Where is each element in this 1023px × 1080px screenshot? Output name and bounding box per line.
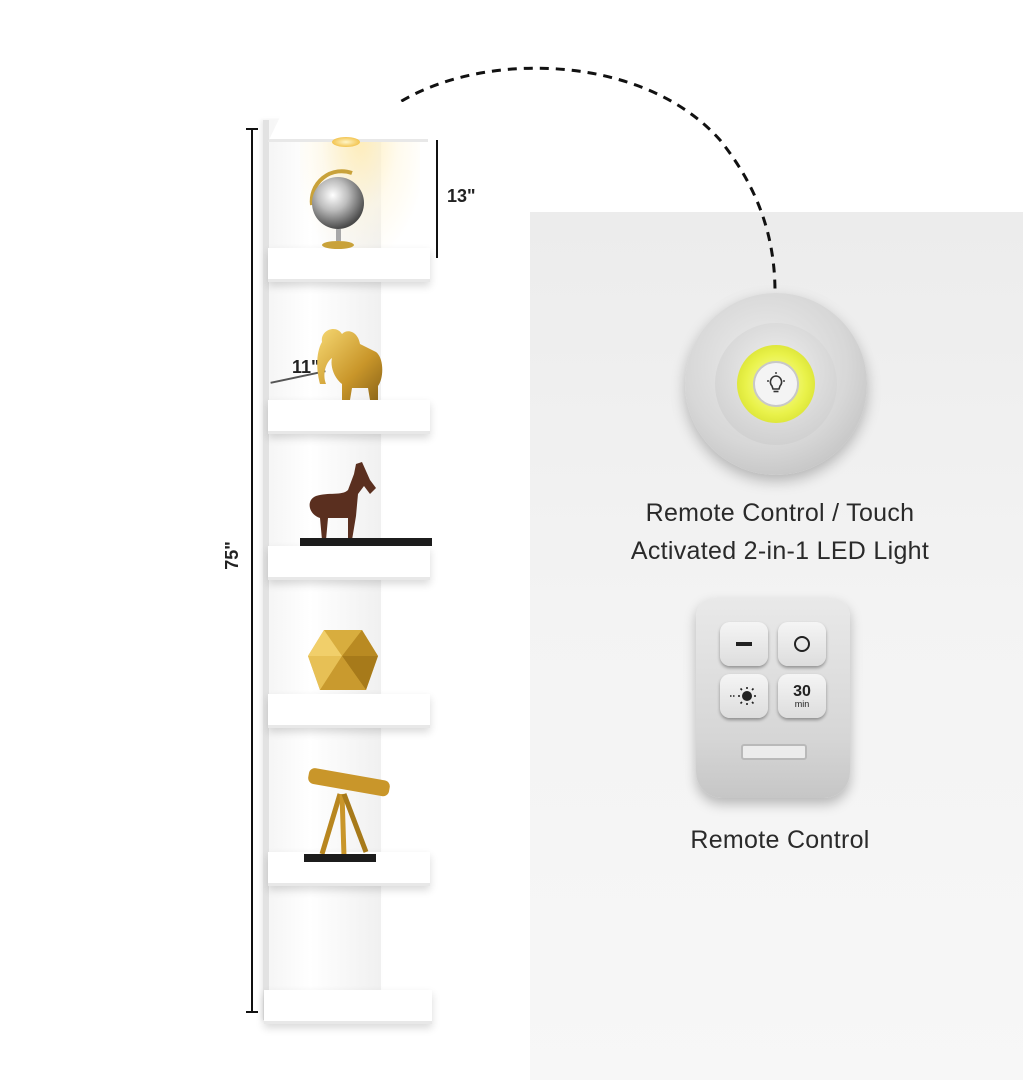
bulb-icon bbox=[767, 372, 785, 393]
remote-caption: Remote Control bbox=[690, 826, 870, 854]
shelf-bottom bbox=[264, 990, 432, 1024]
height-dimension-cap-top bbox=[246, 128, 258, 130]
remote-control: 30 min bbox=[696, 598, 850, 798]
elephant-figurine bbox=[317, 328, 383, 400]
shelf-1 bbox=[268, 248, 430, 282]
puck-led-ring bbox=[737, 345, 815, 423]
timer-value: 30 bbox=[793, 682, 811, 700]
shelf-gap-label: 13" bbox=[447, 186, 476, 206]
led-puck-light bbox=[685, 293, 867, 475]
shelf-2 bbox=[268, 400, 430, 434]
remote-timer-button: 30 min bbox=[778, 674, 826, 718]
shelf-gap-dimension-line bbox=[436, 140, 438, 258]
led-caption-line-1: Remote Control / Touch bbox=[645, 499, 915, 527]
remote-power-button bbox=[778, 622, 826, 666]
led-lamp bbox=[332, 137, 360, 147]
shelf-top bbox=[268, 102, 428, 142]
shelf-tower-side bbox=[263, 120, 269, 1020]
puck-inner-ring bbox=[715, 323, 837, 445]
puck-touch-button bbox=[753, 361, 799, 407]
globe-figurine bbox=[309, 169, 364, 249]
remote-battery-slot bbox=[741, 744, 807, 760]
led-light-caption: Remote Control / Touch Activated 2-in-1 … bbox=[560, 494, 1000, 570]
shelf-4 bbox=[268, 694, 430, 728]
height-dimension-cap-bottom bbox=[246, 1011, 258, 1013]
remote-minus-button bbox=[720, 622, 768, 666]
horse-figurine bbox=[300, 462, 432, 546]
power-circle-icon bbox=[794, 636, 810, 652]
led-caption-line-2: Activated 2-in-1 LED Light bbox=[630, 537, 930, 565]
timer-unit: min bbox=[794, 698, 810, 709]
height-label: 75" bbox=[221, 541, 242, 570]
geometric-vase bbox=[308, 630, 378, 690]
remote-brightness-button bbox=[720, 674, 768, 718]
height-dimension-line bbox=[251, 128, 253, 1013]
shelf-3 bbox=[268, 546, 430, 580]
brightness-sun-icon bbox=[730, 687, 756, 705]
depth-label: 11" bbox=[292, 357, 320, 377]
telescope-figurine bbox=[304, 768, 390, 862]
minus-icon bbox=[736, 642, 752, 646]
